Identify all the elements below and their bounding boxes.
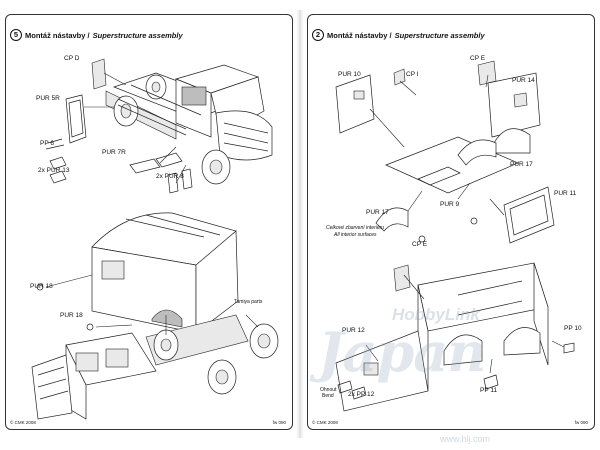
label-pur-13: 2x PUR 13 [38, 167, 70, 174]
label-pur-7r: PUR 7R [102, 149, 126, 156]
label-pp-6: PP 6 [40, 140, 54, 147]
step-number: 5 [10, 29, 22, 41]
watermark-japan: Japan [318, 320, 487, 384]
step-title-cz: Montáž nástavby / [327, 30, 392, 40]
label-pur-11: PUR 11 [554, 190, 577, 197]
label-pp-12: 2x PP 12 [348, 391, 375, 398]
label-cp-e-top: CP E [470, 55, 486, 62]
label-tamiya-parts: Tamiya parts [234, 299, 263, 305]
instruction-page-left: 5 Montáž nástavby / Superstructure assem… [5, 14, 293, 430]
label-pur-12: PUR 12 [342, 327, 365, 334]
label-cp-d: CP D [64, 55, 80, 62]
truck-assembly-drawing-upper [31, 58, 279, 420]
watermark-hobbylink: HobbyLink [392, 305, 480, 324]
note-interior-en: All interior surfaces [334, 232, 377, 238]
footer-code-right: fw 090 [574, 420, 588, 425]
label-pur-17-a: PUR 17 [510, 161, 533, 168]
step-title-en: Superstructure assembly [394, 30, 485, 40]
label-pur-8: 2x PUR 8 [156, 173, 184, 180]
note-interior-cz: Celkové zbarvení interiéru [326, 225, 385, 231]
label-pur-14: PUR 14 [512, 77, 535, 84]
interior-assembly-drawing [335, 60, 575, 412]
label-cp-e-bottom: CP E [412, 241, 428, 248]
label-ohnout: Ohnout [320, 387, 337, 393]
step-header-right: 2 Montáž nástavby / Superstructure assem… [312, 29, 485, 41]
page-gutter [296, 10, 304, 438]
footer-copyright-left: © CMK 2008 [10, 420, 36, 425]
label-pur-10: PUR 10 [338, 71, 361, 78]
label-cp-i: CP I [406, 71, 419, 78]
footer-code-left: fw 090 [272, 420, 286, 425]
footer-copyright-right: © CMK 2008 [312, 420, 338, 425]
instruction-page-right: 2 Montáž nástavby / Superstructure assem… [307, 14, 595, 430]
label-pur-17-b: PUR 17 [366, 209, 389, 216]
label-pur-9: PUR 9 [440, 201, 460, 208]
label-pur-18-b: PUR 18 [60, 312, 83, 319]
label-pur-18-a: PUR 18 [30, 283, 53, 290]
watermark-url: www.hlj.com [440, 434, 491, 444]
step-title-en: Superstructure assembly [92, 30, 183, 40]
label-pp-10: PP 10 [564, 325, 582, 332]
label-pp-11: PP 11 [480, 387, 498, 394]
label-pur-5r: PUR 5R [36, 95, 60, 102]
label-bend: Bend [322, 393, 334, 399]
step-header-left: 5 Montáž nástavby / Superstructure assem… [10, 29, 183, 41]
step-title-cz: Montáž nástavby / [25, 30, 90, 40]
step-number: 2 [312, 29, 324, 41]
